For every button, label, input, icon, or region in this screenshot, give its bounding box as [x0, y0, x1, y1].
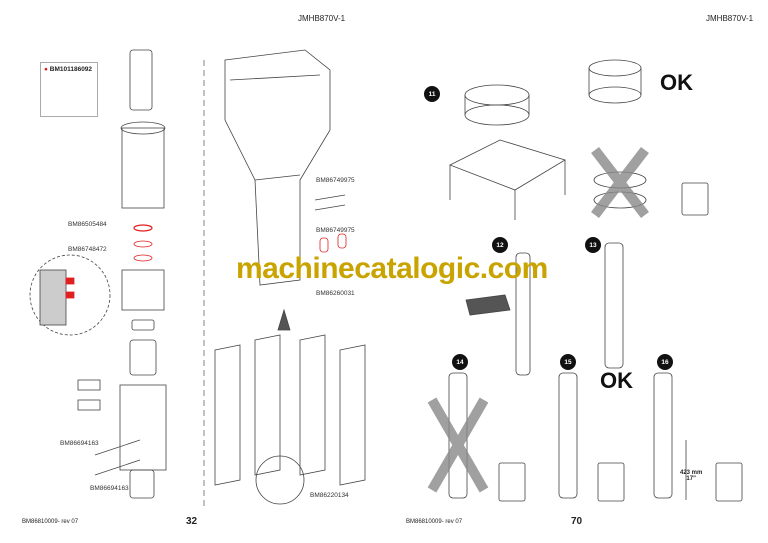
dimension-in: 17"	[686, 476, 696, 482]
part-label: BM86748472	[68, 246, 107, 253]
step-badge: 14	[452, 354, 468, 370]
right-page-header: JMHB870V-1	[706, 14, 754, 23]
part-label: BM86749975	[316, 177, 355, 184]
step-badge: 12	[492, 237, 508, 253]
part-label: BM86694163	[60, 440, 99, 447]
left-page-number: 32	[186, 516, 198, 527]
ok-label: OK	[600, 368, 633, 393]
left-page-header: JMHB870V-1	[298, 14, 346, 23]
part-label: BM86505484	[68, 221, 107, 228]
right-footer: BM86810009- rev 07	[406, 519, 463, 525]
part-label: BM86749975	[316, 227, 355, 234]
dimension-mm: 423 mm	[680, 470, 703, 476]
step-badge: 11	[424, 86, 440, 102]
seal-kit-box: ● BM101186092	[40, 62, 98, 117]
watermark: machinecatalogic.com	[236, 252, 548, 285]
right-page-number: 70	[571, 516, 583, 527]
left-footer: BM86810009- rev 07	[22, 519, 79, 525]
kit-label: BM101186092	[49, 66, 93, 73]
step-badge: 15	[560, 354, 576, 370]
step-badge: 16	[657, 354, 673, 370]
step-badge: 13	[585, 237, 601, 253]
part-label: BM86694163	[90, 485, 129, 492]
part-label: BM86260031	[316, 290, 355, 297]
part-label: BM86220134	[310, 492, 349, 499]
ok-label: OK	[660, 70, 693, 95]
